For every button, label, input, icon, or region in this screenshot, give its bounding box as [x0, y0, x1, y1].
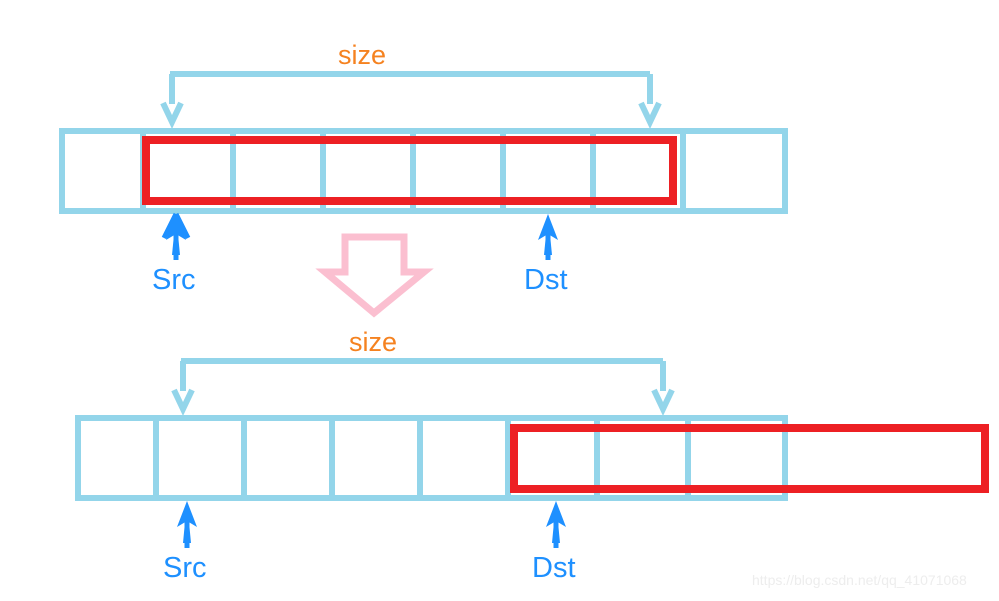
- top-size-bracket: [160, 71, 662, 130]
- top-highlight-region: [142, 136, 677, 205]
- bottom-highlight-region: [510, 424, 989, 493]
- bottom-size-bracket: [171, 358, 675, 417]
- top-array: [59, 128, 788, 214]
- transition-down-arrow-icon: [315, 233, 434, 318]
- bottom-size-label: size: [349, 327, 398, 357]
- top-dst-arrow-icon: [538, 214, 558, 260]
- bottom-src-label: Src: [163, 552, 207, 584]
- top-src-arrow-icon: [161, 212, 191, 260]
- watermark: https://blog.csdn.net/qq_41071068: [752, 572, 967, 588]
- bottom-dst-label: Dst: [532, 552, 576, 584]
- bottom-src-arrow-icon: [177, 501, 197, 548]
- bottom-array: [75, 415, 989, 501]
- top-src-label: Src: [152, 264, 196, 296]
- top-size-label: size: [338, 40, 387, 70]
- top-dst-label: Dst: [524, 264, 568, 296]
- bottom-dst-arrow-icon: [546, 501, 566, 548]
